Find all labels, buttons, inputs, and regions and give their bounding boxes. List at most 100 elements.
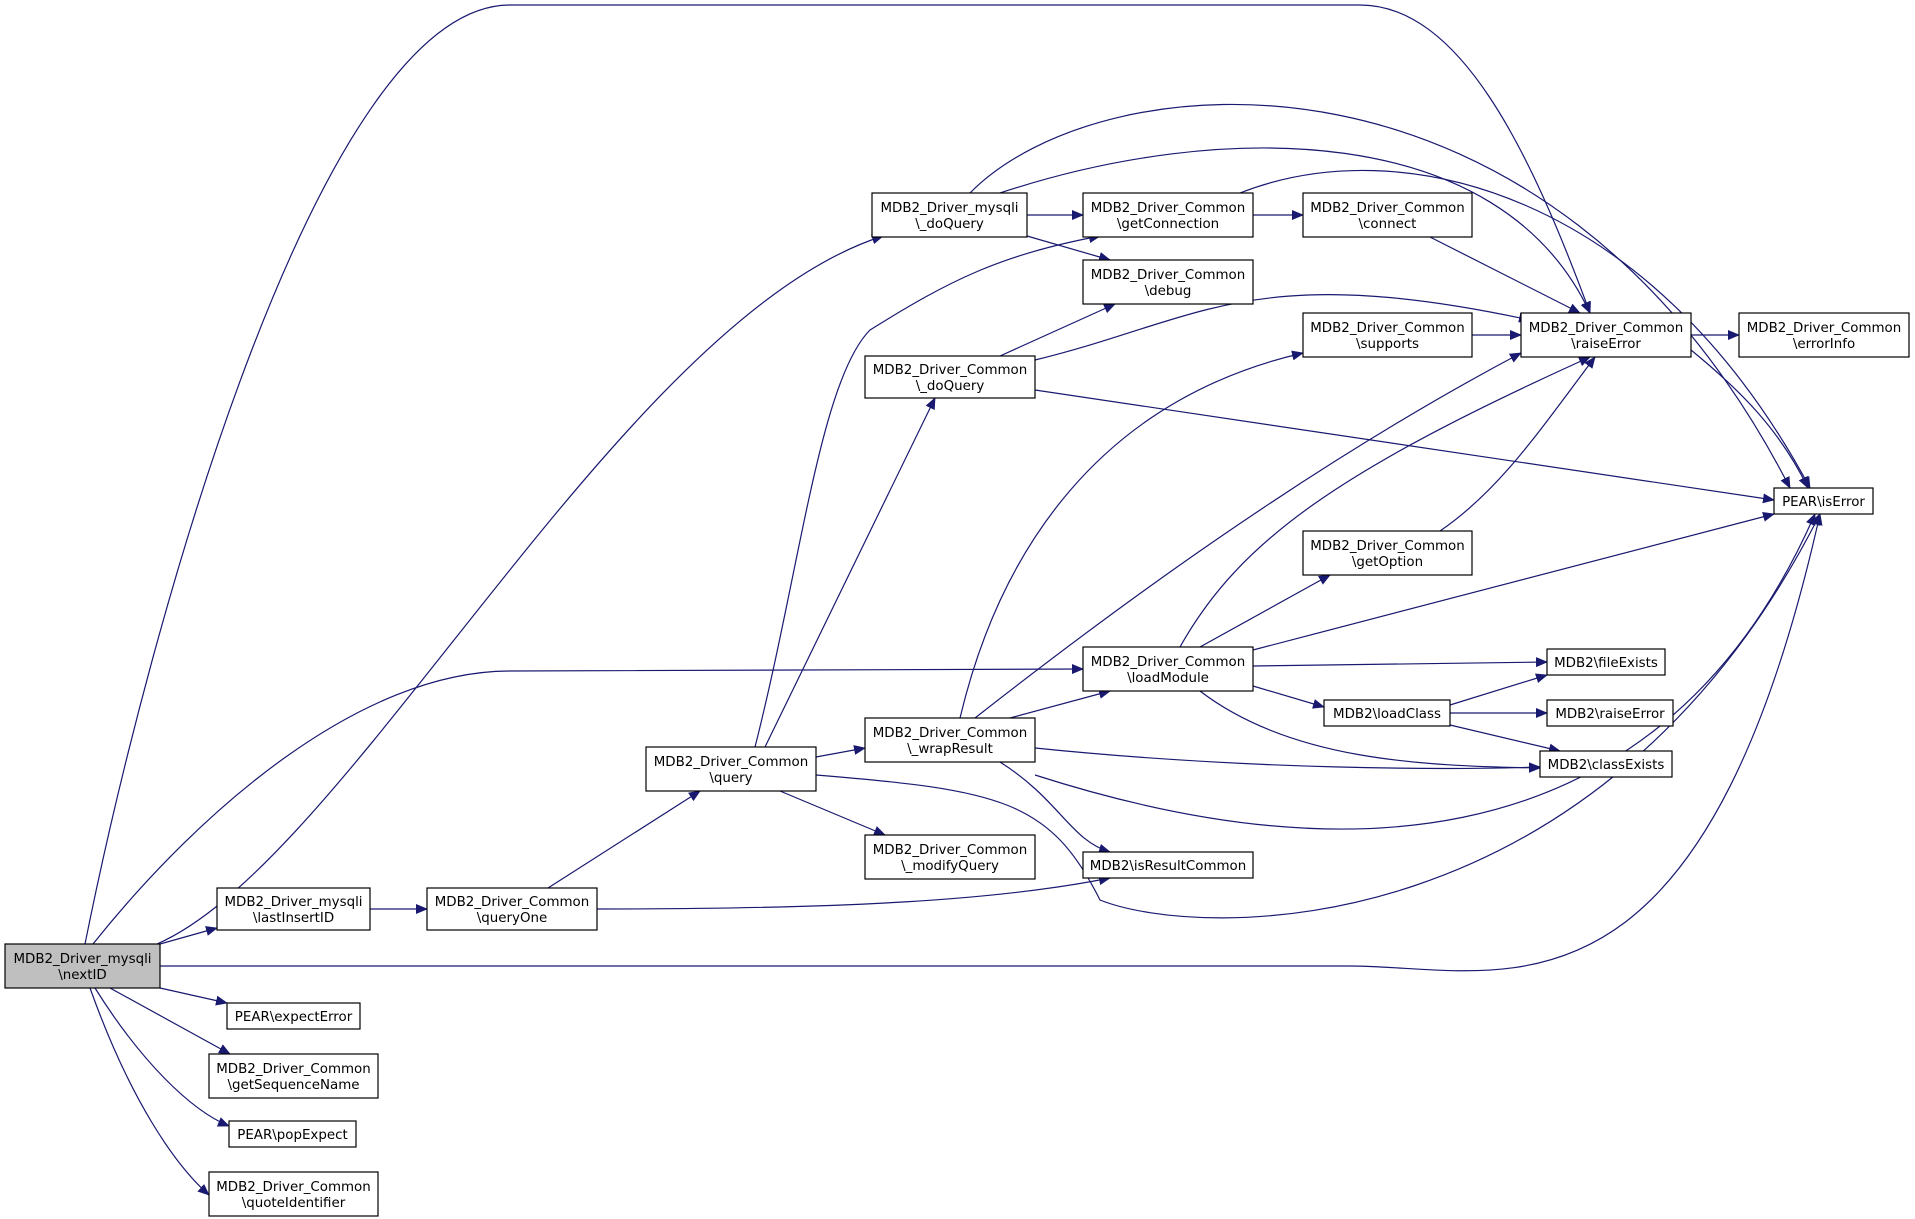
node-label-line: MDB2_Driver_Common xyxy=(873,843,1027,858)
node-label-line: \_modifyQuery xyxy=(901,859,999,874)
node-label-line: MDB2_Driver_Common xyxy=(1529,321,1683,336)
node-supports[interactable]: MDB2_Driver_Common\supports xyxy=(1302,312,1473,358)
node-lastInsertID[interactable]: MDB2_Driver_mysqli\lastInsertID xyxy=(216,887,371,931)
node-label-line: \connect xyxy=(1359,217,1417,232)
node-box xyxy=(1539,750,1673,778)
node-label-line: \getOption xyxy=(1352,555,1423,570)
node-label-line: MDB2_Driver_Common xyxy=(1310,321,1464,336)
edge-loadModule-to-fileExists xyxy=(1252,657,1548,668)
node-label-line: PEAR\isError xyxy=(1782,495,1865,510)
node-label-line: \lastInsertID xyxy=(253,911,334,926)
node-label-line: \_wrapResult xyxy=(907,742,993,757)
edge-nextID-to-mysqli_doQuery xyxy=(156,234,884,945)
node-label-line: MDB2_Driver_Common xyxy=(216,1180,370,1195)
edge-loadClass-to-fileExists xyxy=(1449,673,1548,706)
node-query[interactable]: MDB2_Driver_Common\query xyxy=(645,746,817,792)
node-label-line: PEAR\popExpect xyxy=(237,1128,347,1143)
node-fileExists[interactable]: MDB2\fileExists xyxy=(1546,648,1666,676)
node-box xyxy=(1082,259,1254,305)
node-box xyxy=(864,355,1036,399)
edge-common_doQuery-to-debug xyxy=(999,303,1116,357)
node-layer: MDB2_Driver_mysqli\nextIDMDB2_Driver_mys… xyxy=(4,192,1910,1217)
node-box xyxy=(645,746,817,792)
node-common_doQuery[interactable]: MDB2_Driver_Common\_doQuery xyxy=(864,355,1036,399)
node-classExists[interactable]: MDB2\classExists xyxy=(1539,750,1673,778)
node-label-line: MDB2_Driver_Common xyxy=(1310,201,1464,216)
edge-loadModule-to-loadClass xyxy=(1252,685,1325,709)
edge-queryOne-to-isResultCommon xyxy=(596,875,1111,910)
edge-query-to-wrapResult xyxy=(815,745,866,758)
node-pearIsError[interactable]: PEAR\isError xyxy=(1773,487,1874,515)
edge-query-to-getConnection xyxy=(754,233,1101,748)
node-mysqli_doQuery[interactable]: MDB2_Driver_mysqli\_doQuery xyxy=(871,192,1028,238)
edge-nextID-to-loadModule xyxy=(92,664,1084,945)
edge-loadModule-to-classExists xyxy=(1199,690,1541,773)
node-box xyxy=(1773,487,1874,515)
node-box xyxy=(208,1171,379,1217)
node-label-line: \supports xyxy=(1356,337,1419,352)
edge-nextID-to-popExpect xyxy=(94,987,230,1127)
edge-loadModule-to-raiseError xyxy=(1179,356,1591,648)
node-loadModule[interactable]: MDB2_Driver_Common\loadModule xyxy=(1082,646,1254,692)
node-queryOne[interactable]: MDB2_Driver_Common\queryOne xyxy=(426,887,598,931)
node-label-line: MDB2\raiseError xyxy=(1555,707,1665,722)
node-raiseError[interactable]: MDB2_Driver_Common\raiseError xyxy=(1520,312,1692,358)
node-label-line: \query xyxy=(709,771,752,786)
node-label-line: \nextID xyxy=(58,968,106,983)
node-expectError[interactable]: PEAR\expectError xyxy=(226,1002,361,1030)
node-box xyxy=(1546,699,1674,727)
node-label-line: MDB2\classExists xyxy=(1548,758,1665,773)
node-modifyQuery[interactable]: MDB2_Driver_Common\_modifyQuery xyxy=(864,834,1036,880)
edge-wrapResult-to-isResultCommon xyxy=(999,761,1111,854)
node-label-line: MDB2_Driver_mysqli xyxy=(224,895,362,910)
node-label-line: \errorInfo xyxy=(1793,337,1855,352)
node-getConnection[interactable]: MDB2_Driver_Common\getConnection xyxy=(1082,192,1254,238)
node-label-line: MDB2_Driver_Common xyxy=(1091,201,1245,216)
node-wrapResult[interactable]: MDB2_Driver_Common\_wrapResult xyxy=(864,717,1036,763)
node-box xyxy=(1082,192,1254,238)
node-isResultCommon[interactable]: MDB2\isResultCommon xyxy=(1082,851,1254,879)
node-label-line: MDB2\loadClass xyxy=(1333,707,1441,722)
node-label-line: MDB2_Driver_Common xyxy=(873,363,1027,378)
node-nextID[interactable]: MDB2_Driver_mysqli\nextID xyxy=(4,943,161,989)
node-box xyxy=(871,192,1028,238)
node-box xyxy=(226,1002,361,1030)
node-errorInfo[interactable]: MDB2_Driver_Common\errorInfo xyxy=(1738,312,1910,358)
edge-wrapResult-to-loadModule xyxy=(1009,689,1111,719)
node-debug[interactable]: MDB2_Driver_Common\debug xyxy=(1082,259,1254,305)
edge-query-to-modifyQuery xyxy=(779,790,886,836)
node-getSequenceName[interactable]: MDB2_Driver_Common\getSequenceName xyxy=(208,1053,379,1099)
edge-common_doQuery-to-pearIsError xyxy=(1034,389,1775,504)
edge-mysqli_doQuery-to-raiseError xyxy=(999,147,1591,314)
edge-nextID-to-expectError xyxy=(159,987,228,1006)
node-box xyxy=(216,887,371,931)
node-box xyxy=(864,717,1036,763)
node-box xyxy=(1302,192,1473,238)
node-box xyxy=(4,943,161,989)
node-getOption[interactable]: MDB2_Driver_Common\getOption xyxy=(1302,530,1473,576)
node-connect[interactable]: MDB2_Driver_Common\connect xyxy=(1302,192,1473,238)
node-label-line: MDB2_Driver_Common xyxy=(654,755,808,770)
node-label-line: MDB2\isResultCommon xyxy=(1090,859,1246,874)
node-label-line: \getSequenceName xyxy=(227,1078,359,1093)
edge-getConnection-to-pearIsError xyxy=(1239,169,1811,489)
node-quoteIdentifier[interactable]: MDB2_Driver_Common\quoteIdentifier xyxy=(208,1171,379,1217)
node-box xyxy=(426,887,598,931)
node-label-line: MDB2_Driver_Common xyxy=(216,1062,370,1077)
node-popExpect[interactable]: PEAR\popExpect xyxy=(228,1120,357,1148)
edge-loadModule-to-pearIsError xyxy=(1252,511,1775,651)
node-label-line: \_doQuery xyxy=(916,379,985,394)
node-loadClass[interactable]: MDB2\loadClass xyxy=(1323,699,1451,727)
node-label-line: \queryOne xyxy=(477,911,547,926)
edge-loadClass-to-classExists xyxy=(1449,724,1561,754)
node-label-line: MDB2_Driver_mysqli xyxy=(880,201,1018,216)
edge-raiseError-to-pearIsError xyxy=(1690,349,1809,489)
edge-getOption-to-raiseError xyxy=(1439,356,1596,532)
node-label-line: MDB2_Driver_Common xyxy=(1091,655,1245,670)
node-mdb2RaiseError[interactable]: MDB2\raiseError xyxy=(1546,699,1674,727)
node-box xyxy=(1302,312,1473,358)
node-label-line: \getConnection xyxy=(1117,217,1219,232)
node-label-line: MDB2_Driver_Common xyxy=(435,895,589,910)
node-label-line: MDB2_Driver_Common xyxy=(873,726,1027,741)
node-box xyxy=(1546,648,1666,676)
